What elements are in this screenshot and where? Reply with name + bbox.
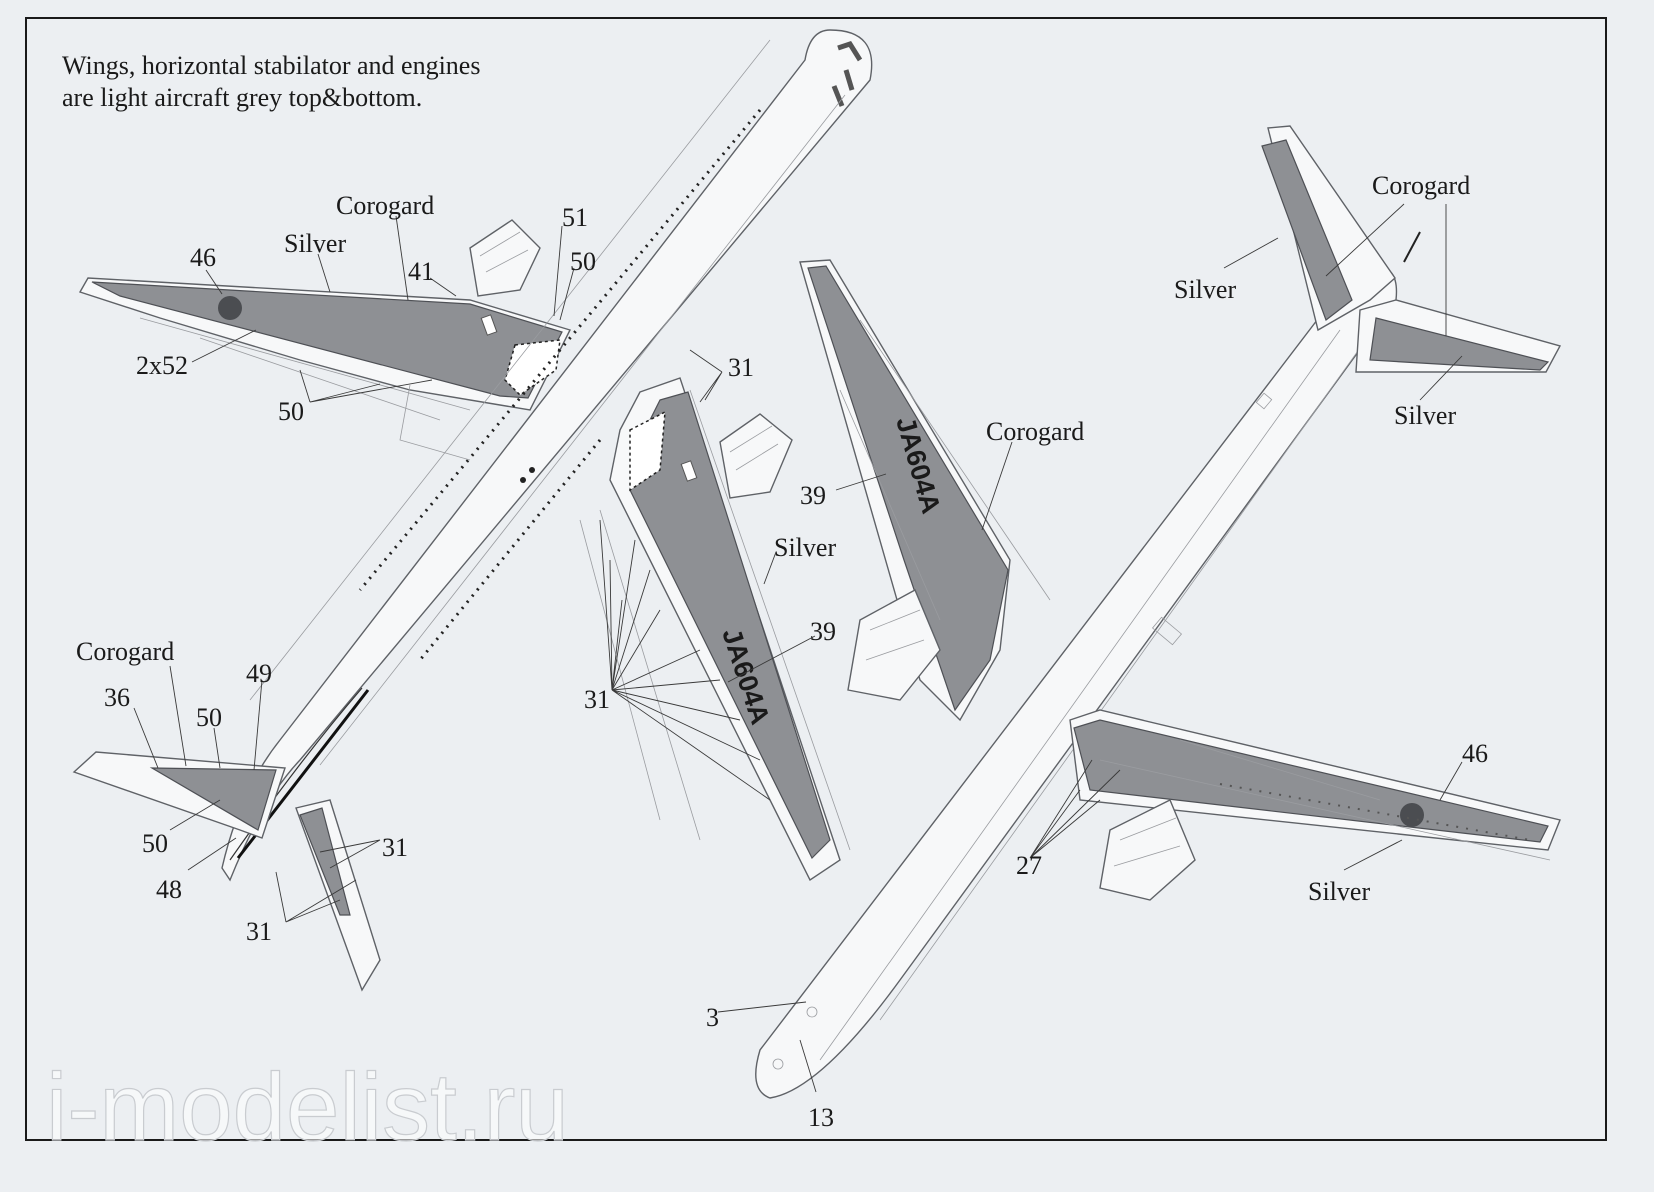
- label-31-fan: 31: [584, 685, 610, 714]
- label-50-top-flap: 50: [278, 397, 304, 426]
- roundel-46-bottom: [1400, 803, 1424, 827]
- leader-lines: [133, 203, 1463, 1093]
- bottom-left-engine: [847, 589, 941, 701]
- label-31-tail-b: 31: [246, 917, 272, 946]
- label-39-top: 39: [810, 617, 836, 646]
- label-36: 36: [104, 683, 130, 712]
- label-27: 27: [1016, 851, 1042, 880]
- label-31-tail-a: 31: [382, 833, 408, 862]
- top-left-engine: [469, 219, 541, 297]
- label-bottom-tail-silver-a: Silver: [1174, 275, 1236, 304]
- roundel-46-top: [218, 296, 242, 320]
- sheet-border: [25, 17, 1607, 1141]
- labels: Corogard Silver 46 41 51 50 2x52 50 31 S…: [76, 171, 1488, 1132]
- label-bottom-wing-corogard: Corogard: [986, 417, 1084, 446]
- label-3: 3: [706, 1003, 719, 1032]
- top-right-engine: [719, 413, 793, 499]
- label-49: 49: [246, 659, 272, 688]
- label-top-silver: Silver: [284, 229, 346, 258]
- label-50-tail-a: 50: [196, 703, 222, 732]
- label-13: 13: [808, 1103, 834, 1132]
- label-31-top-root: 31: [728, 353, 754, 382]
- label-41: 41: [408, 257, 434, 286]
- label-bottom-tail-silver-b: Silver: [1394, 401, 1456, 430]
- label-top-corogard: Corogard: [336, 191, 434, 220]
- label-bottom-tail-corogard: Corogard: [1372, 171, 1470, 200]
- label-bottom-wing-silver: Silver: [1308, 877, 1370, 906]
- label-51: 51: [562, 203, 588, 232]
- label-46-top: 46: [190, 243, 216, 272]
- top-view-aircraft: JA604A: [72, 29, 873, 992]
- watermark: i-modelist.ru: [46, 1054, 569, 1161]
- label-2x52: 2x52: [136, 351, 188, 380]
- label-silver-top-right: Silver: [774, 533, 836, 562]
- bottom-right-engine: [1099, 799, 1196, 901]
- label-tail-corogard: Corogard: [76, 637, 174, 666]
- label-50-tail-b: 50: [142, 829, 168, 858]
- note-line-2: are light aircraft grey top&bottom.: [62, 83, 422, 112]
- bottom-view-aircraft: JA604A: [755, 125, 1562, 1099]
- top-left-wing-grey: [91, 281, 563, 399]
- top-fuselage: [221, 29, 873, 882]
- note-line-1: Wings, horizontal stabilator and engines: [62, 51, 480, 80]
- label-39-bottom: 39: [800, 481, 826, 510]
- label-50-top-root: 50: [570, 247, 596, 276]
- label-48: 48: [156, 875, 182, 904]
- label-46-bottom: 46: [1462, 739, 1488, 768]
